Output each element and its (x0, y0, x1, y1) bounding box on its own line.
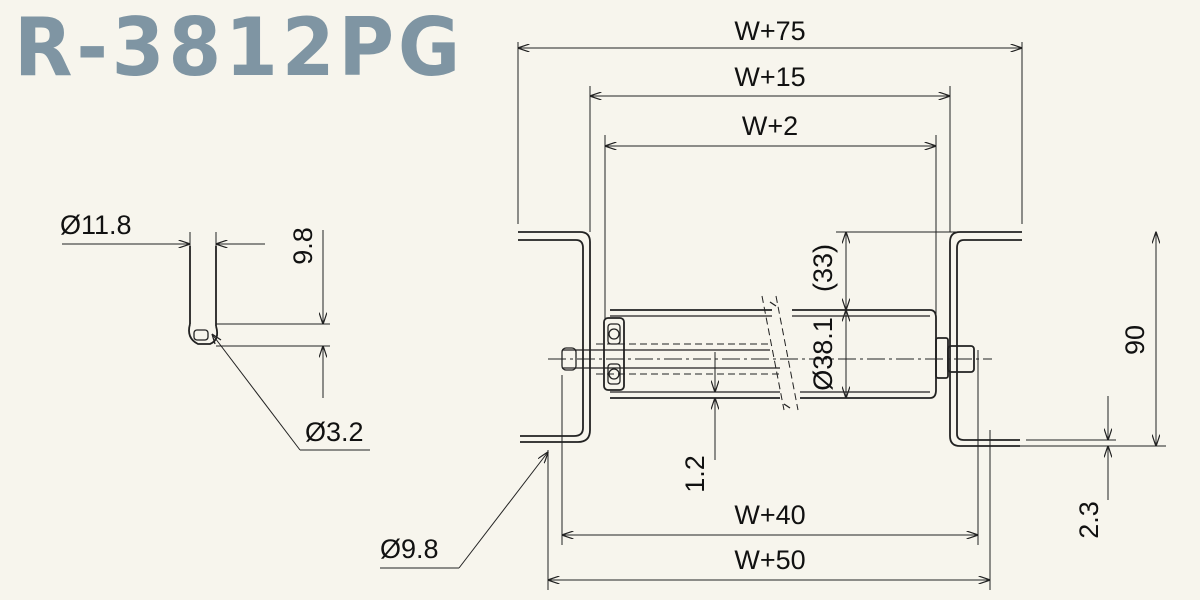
dim-9-8: 9.8 (288, 227, 318, 265)
dim-w15: W+15 (734, 62, 805, 92)
dim-1-2: 1.2 (680, 455, 710, 493)
dim-d11-8: Ø11.8 (60, 210, 132, 240)
model-title: R-3812PG (14, 1, 465, 94)
shaft-end-detail (62, 230, 370, 451)
dim-w2: W+2 (742, 111, 798, 141)
frame-brackets (517, 42, 1023, 590)
dim-90: 90 (1120, 325, 1150, 355)
dim-w50: W+50 (734, 545, 805, 575)
dim-hole-d9-8: Ø9.8 (380, 534, 439, 564)
dim-d3-2: Ø3.2 (305, 417, 364, 447)
dim-33: (33) (808, 244, 838, 292)
dim-2-3: 2.3 (1074, 501, 1104, 539)
roller-body (548, 295, 992, 411)
dimension-lines (380, 48, 1166, 580)
dim-w40: W+40 (734, 500, 805, 530)
dim-d38-1: Ø38.1 (808, 317, 838, 391)
dim-w75: W+75 (734, 16, 805, 46)
